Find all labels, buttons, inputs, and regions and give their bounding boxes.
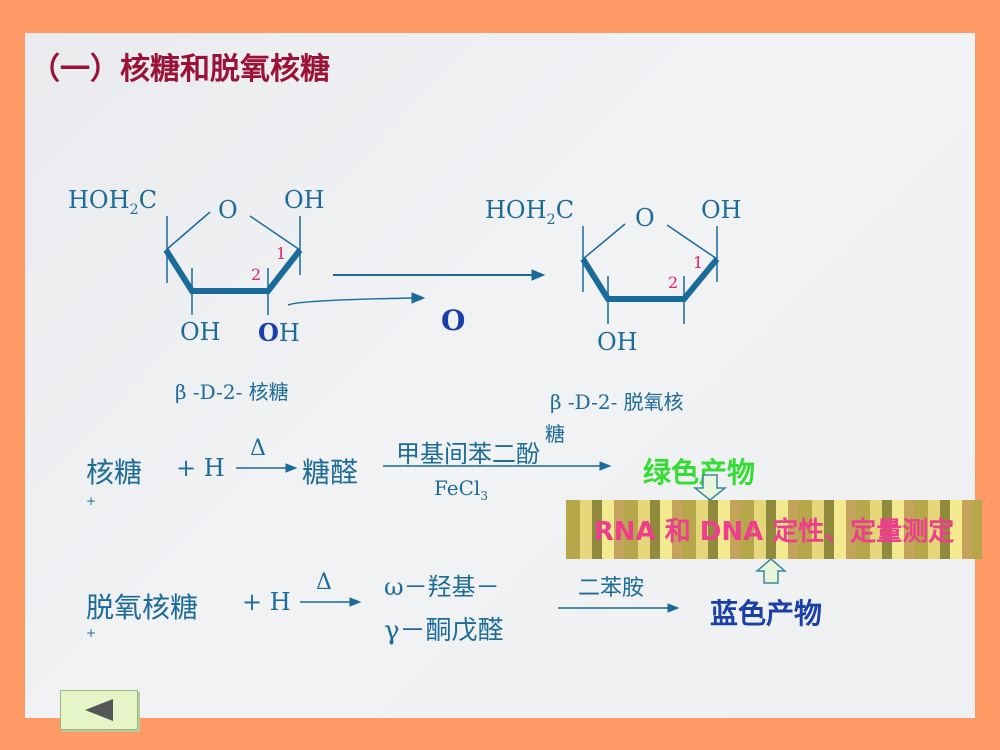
deoxyribose-ring-oxygen: O: [635, 204, 655, 232]
deoxyribose-ch2oh-label: HOH2C: [485, 196, 575, 228]
ribose-c2-oh: OH: [258, 318, 300, 347]
r2-h-charge: +: [86, 626, 97, 640]
ribose-c3-oh: OH: [180, 318, 221, 346]
r1-h-charge: +: [86, 494, 97, 508]
r1-heat: Δ: [250, 436, 266, 461]
r1-reactant: 核糖: [86, 456, 143, 489]
ribose-c2-number: 2: [251, 265, 262, 284]
ribose-ch2oh-label: HOH2C: [68, 186, 158, 218]
r1-reagent-top: 甲基间苯二酚: [396, 440, 540, 468]
ribose-ring-oxygen: O: [218, 196, 238, 224]
triangle-left-icon: [85, 699, 113, 721]
slide-title: （一）核糖和脱氧核糖: [30, 52, 330, 87]
r2-heat: Δ: [316, 570, 332, 595]
ribose-c1-oh: OH: [284, 186, 325, 214]
deoxyribose-c1-number: 1: [693, 253, 704, 272]
ribose-c1-number: 1: [276, 244, 287, 263]
r1-plus-h: + H: [176, 454, 225, 482]
banner-text: RNA 和 DNA 定性、定量测定: [593, 517, 955, 547]
slide-background: [25, 33, 975, 718]
r1-reagent-bottom: FeCl3: [434, 476, 488, 503]
back-button[interactable]: [60, 690, 138, 730]
removed-oxygen: O: [441, 304, 466, 337]
r1-intermediate: 糖醛: [302, 456, 359, 489]
deoxyribose-c3-oh: OH: [597, 328, 638, 356]
deoxyribose-name-cont: 糖: [545, 422, 565, 446]
deoxyribose-c1-oh: OH: [701, 196, 742, 224]
r2-reagent: 二苯胺: [578, 576, 645, 601]
blue-product: 蓝色产物: [710, 597, 823, 630]
ribose-name: β -D-2- 核糖: [175, 380, 289, 404]
r2-intermediate-line1: ω－羟基－: [384, 573, 500, 601]
deoxyribose-c2-number: 2: [668, 273, 679, 292]
rna-dna-banner: RNA 和 DNA 定性、定量测定: [566, 500, 982, 559]
deoxyribose-name: β -D-2- 脱氧核: [550, 390, 684, 414]
r2-plus-h: + H: [242, 588, 291, 616]
r2-reactant: 脱氧核糖: [86, 591, 199, 624]
r2-intermediate-line2: γ－酮戊醛: [384, 616, 504, 646]
green-product: 绿色产物: [643, 456, 756, 489]
